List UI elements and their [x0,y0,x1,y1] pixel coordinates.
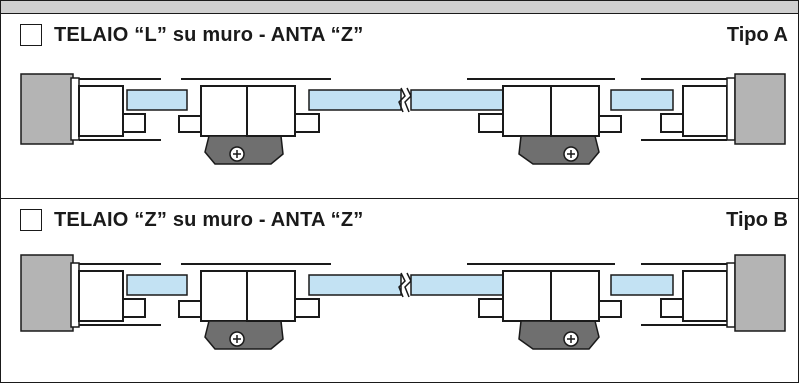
profile-section-drawing-tipo-a [20,73,786,165]
option-title-tipo-a: TELAIO “L” su muro - ANTA “Z” [54,24,364,46]
option-checkbox-tipo-b[interactable] [20,209,42,231]
glass-pane-center-right [410,274,504,296]
sash-profile-right-1 [467,78,552,137]
sash-profile-left-2 [246,78,331,137]
option-checkbox-tipo-a[interactable] [20,24,42,46]
wall-left [20,254,80,332]
sash-profile-right-2 [533,78,622,137]
sash-profile-left-1 [178,263,263,322]
hinge-left [204,135,284,165]
header-band [1,1,798,14]
profile-section-drawing-tipo-b [20,254,786,350]
break-line [404,87,412,113]
sash-profile-left-2 [246,263,331,322]
glass-pane-right [610,274,674,296]
glass-pane-center-left [308,274,402,296]
break-line [398,87,406,113]
wall-right [726,254,786,332]
hinge-left [204,320,284,350]
glass-pane-left [126,89,188,111]
hinge-right [518,135,600,165]
glass-pane-left [126,274,188,296]
frame-profile-left [78,78,161,141]
glass-pane-center-right [410,89,504,111]
frame-profile-left [78,263,161,326]
option-title-tipo-b: TELAIO “Z” su muro - ANTA “Z” [54,209,364,231]
glass-pane-center-left [308,89,402,111]
hinge-right [518,320,600,350]
sash-profile-left-1 [178,78,263,137]
option-panel-tipo-b[interactable]: TELAIO “Z” su muro - ANTA “Z” Tipo B [1,198,798,381]
glass-pane-right [610,89,674,111]
wall-right [726,73,786,145]
option-panel-tipo-a[interactable]: TELAIO “L” su muro - ANTA “Z” Tipo A [1,14,798,196]
wall-left [20,73,80,145]
break-line [404,272,412,298]
option-type-label-tipo-a: Tipo A [726,24,788,46]
option-type-label-tipo-b: Tipo B [726,209,788,231]
break-line [398,272,406,298]
sash-profile-right-2 [533,263,622,322]
frame-profile-right [641,263,728,326]
